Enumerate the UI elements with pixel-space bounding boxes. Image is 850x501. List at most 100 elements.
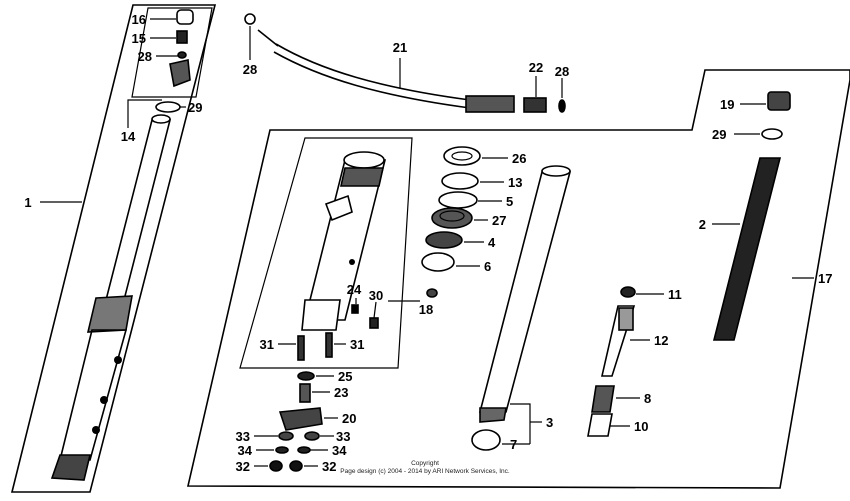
callout-20: 20 [342,411,356,426]
callout-3: 3 [546,415,553,430]
callout-18: 18 [419,302,433,317]
clip-5 [438,191,478,209]
callout-13: 13 [508,175,522,190]
slider-subgroup [239,137,438,369]
slider-boss-3 [92,426,100,434]
damper-group [587,286,664,437]
fork-cap-subgroup-outline [131,7,213,98]
holder-20 [278,407,323,431]
nut-32-right [289,460,303,472]
callout-24: 24 [347,282,362,297]
axle-parts-group [254,371,338,472]
callout-33-right: 33 [336,429,350,444]
callout-25: 25 [338,369,352,384]
inner-tube-3-top [541,165,571,177]
callout-28-top: 28 [138,49,152,64]
o-ring-28-joint [558,99,566,113]
air-valve-15 [176,30,188,44]
callout-4: 4 [488,235,496,250]
callout-32-right: 32 [322,459,336,474]
callout-11: 11 [668,287,682,302]
inner-tube-group [471,165,572,451]
washer-33-left [278,431,294,441]
bushing-7 [471,429,501,451]
callout-32-left: 32 [236,459,250,474]
fork-bolt-16 [176,9,194,25]
callout-31-right: 31 [350,337,364,352]
copyright-line-2: Page design (c) 2004 - 2014 by ARI Netwo… [340,468,510,475]
callout-23: 23 [334,385,348,400]
callout-2: 2 [699,217,706,232]
callout-17: 17 [818,271,832,286]
callout-31-left: 31 [260,337,274,352]
callout-7: 7 [510,437,517,452]
o-ring-29-left [155,101,181,113]
seal-stack [421,146,508,272]
slider-boss-1 [114,356,122,364]
callout-27: 27 [492,213,506,228]
callout-10: 10 [634,419,648,434]
slider-bottom [301,299,341,331]
hose-line-lower [273,51,471,109]
hose-line-upper [275,43,471,101]
callout-5: 5 [506,194,513,209]
callout-29-right: 29 [712,127,726,142]
damper-rod-head [618,307,634,331]
joint-22 [523,97,547,113]
slider-boss-2 [100,396,108,404]
o-ring-28-hose [244,13,256,25]
nut-32-left [269,460,283,472]
o-ring-28-top [177,51,187,59]
fork-leg-assembly [10,4,217,493]
callout-34-left: 34 [238,443,253,458]
ring-13 [441,172,479,190]
spring-8 [591,385,615,413]
inner-tube [104,119,172,301]
callout-33-left: 33 [236,429,250,444]
fork-spring-2 [712,157,782,341]
bolt-24 [351,304,359,314]
inner-tube-3-bottom [479,407,507,423]
cap-18-icon [426,288,438,298]
outer-slider [58,329,128,461]
slider-mount-lug [324,194,353,222]
leader-30 [373,301,377,319]
callout-26: 26 [512,151,526,166]
callout-19: 19 [720,97,734,112]
washer-34-right [297,446,311,454]
callout-28-joint: 28 [555,64,569,79]
callout-14: 14 [121,129,136,144]
seal-26-inner [451,151,473,161]
washer-34-left [275,446,289,454]
callout-16: 16 [132,12,146,27]
cap-bolt-19 [767,91,791,111]
callout-22: 22 [529,60,543,75]
callout-1: 1 [24,195,31,210]
slider-top-opening [343,151,385,169]
washer-33-right [304,431,320,441]
callout-12: 12 [654,333,668,348]
right-assembly-outline [186,69,850,489]
pin-31-left [297,335,305,361]
piece-10 [587,413,613,437]
seal-26 [443,146,481,166]
copyright-line-1: Copyright [411,460,439,467]
tube-top-opening [151,114,171,124]
bolt-23 [299,383,311,403]
slider-seal-band [340,167,384,187]
inner-tube-3 [478,171,572,413]
axle-clamp [50,454,92,481]
callout-6: 6 [484,259,491,274]
oil-seal-27-inner [439,210,465,222]
bolt-30 [369,317,379,329]
hose-fitting-left [257,29,279,47]
callout-labels: 1 16 15 28 29 14 28 21 22 28 19 29 2 17 … [24,12,832,474]
fork-leg-outline [10,4,217,493]
callout-8: 8 [644,391,651,406]
callout-15: 15 [132,31,146,46]
o-ring-29-right [761,128,783,140]
washer-4 [425,231,463,249]
cap-fitting [169,59,191,88]
